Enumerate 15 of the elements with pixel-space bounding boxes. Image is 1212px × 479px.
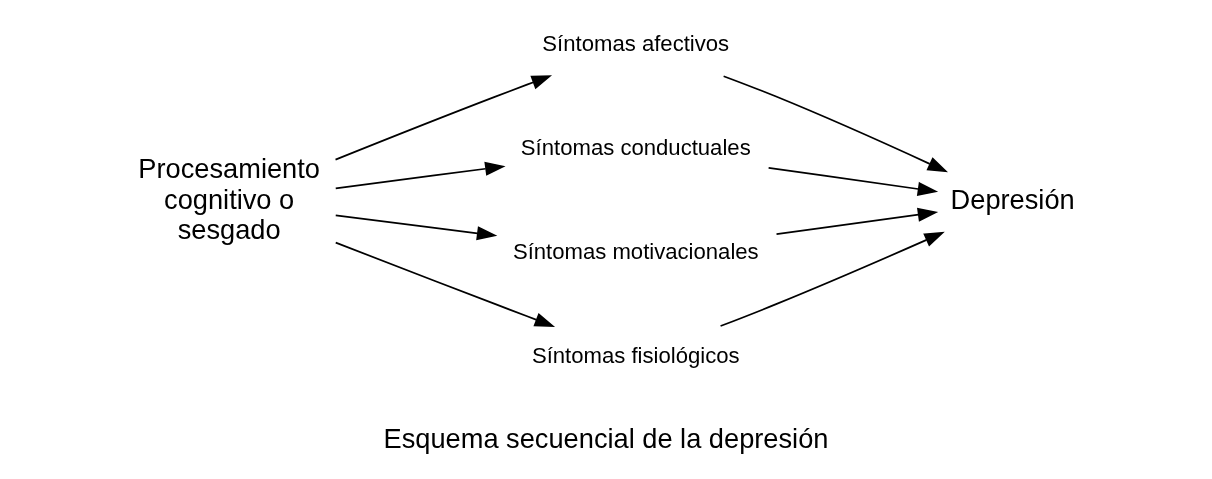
arrow [722,75,948,173]
node-text: Síntomas fisiológicos [531,342,740,368]
arrow [334,75,553,161]
node-text: Síntomas motivacionales [512,238,759,264]
node-text: Procesamiento cognitivo o sesgado [138,152,320,246]
arrow [719,231,945,327]
arrow [334,214,498,241]
caption: Esquema secuencial de la depresión [383,423,829,455]
arrow [775,207,939,235]
node-text: Depresión [950,183,1075,215]
arrow [767,167,939,196]
arrow [334,241,556,327]
node-text: Síntomas afectivos [542,31,730,57]
arrow [334,161,506,190]
node-text: Síntomas conductuales [520,135,751,161]
